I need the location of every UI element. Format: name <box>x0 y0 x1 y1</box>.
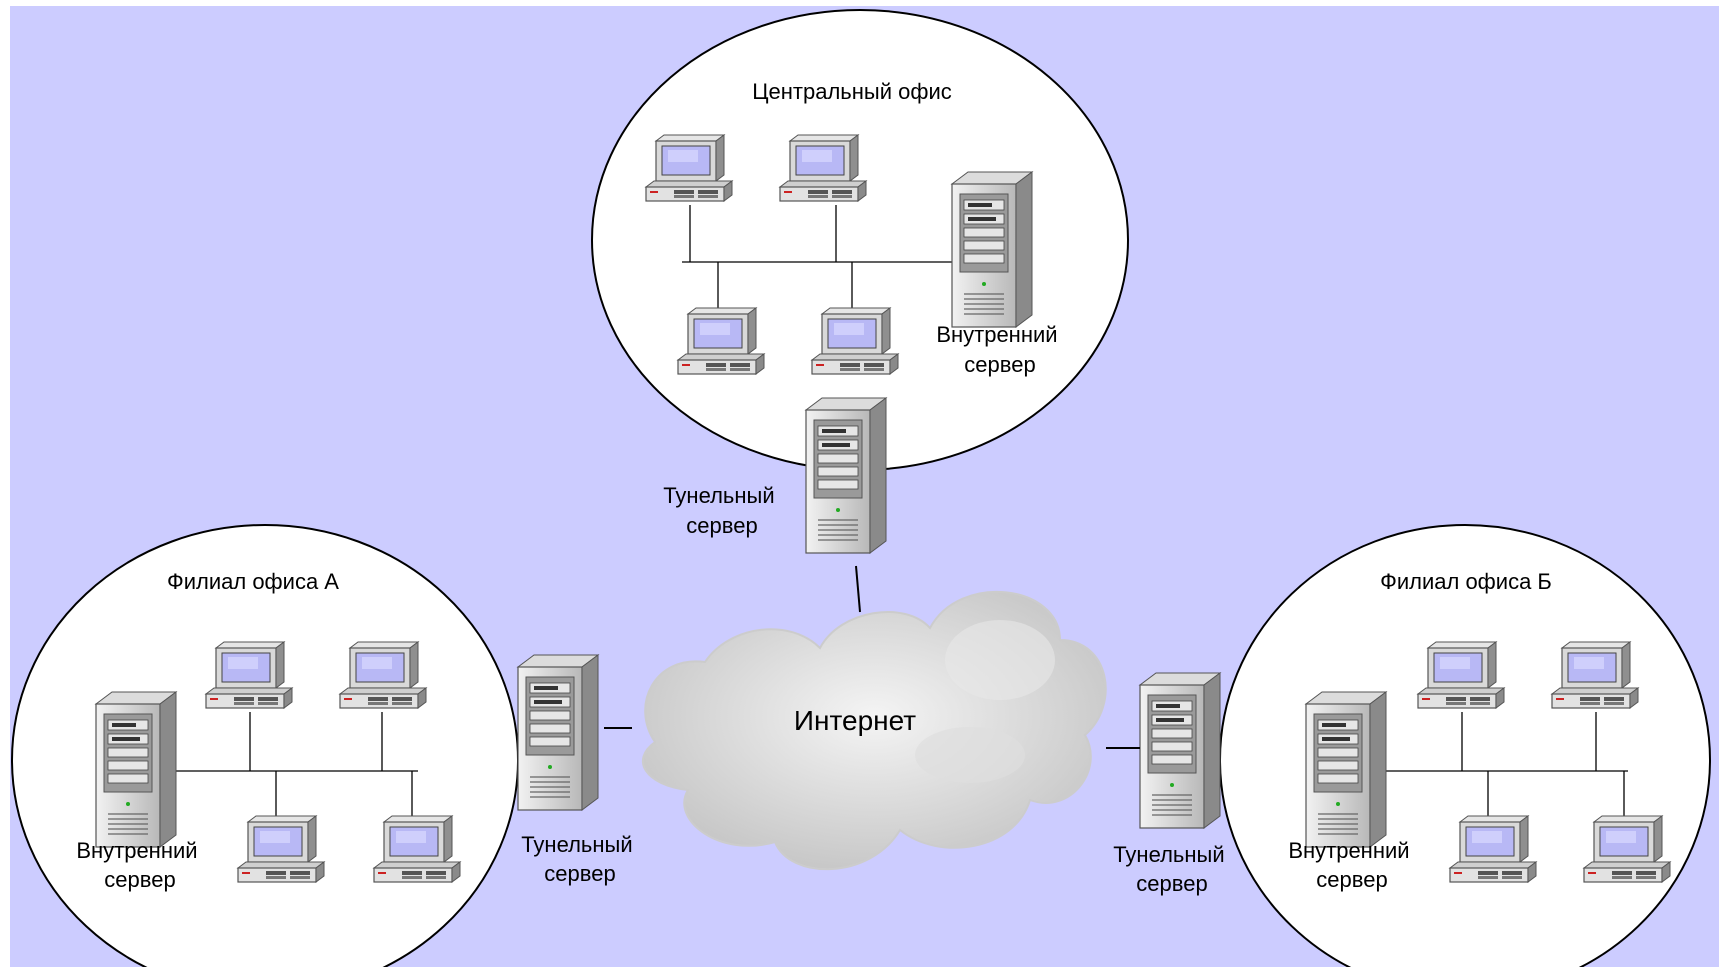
central-internet-link <box>855 565 861 613</box>
branch-a-tunnel-server-icon[interactable] <box>517 654 599 811</box>
branch-b-lan-wires <box>1384 712 1628 818</box>
branch-b-tunnel-server-label: Тунельный сервер <box>1113 842 1231 896</box>
central-tunnel-server-label: Тунельный сервер <box>663 483 781 538</box>
central-lan-wires <box>682 205 952 310</box>
workstation-icon[interactable] <box>1417 641 1505 709</box>
branch-a-tunnel-server-label: Тунельный сервер <box>521 832 639 886</box>
branch-b-internal-server-label: Внутренний сервер <box>1288 838 1415 892</box>
workstation-icon[interactable] <box>1583 815 1671 883</box>
branch-a-internal-server-label: Внутренний сервер <box>76 838 203 892</box>
branch-office-b: Филиал офиса Б Внутренний сервер <box>1219 524 1711 967</box>
internal-server-icon[interactable] <box>1305 691 1387 848</box>
internet-cloud: Интернет <box>642 590 1107 870</box>
internal-server-icon[interactable] <box>951 171 1033 328</box>
internet-label: Интернет <box>794 705 916 736</box>
workstation-icon[interactable] <box>677 307 765 375</box>
branch-a-lan-wires <box>172 712 418 818</box>
internal-server-icon[interactable] <box>95 691 177 848</box>
workstation-icon[interactable] <box>237 815 325 883</box>
branch-a-title: Филиал офиса А <box>167 569 339 594</box>
workstation-icon[interactable] <box>811 307 899 375</box>
workstation-icon[interactable] <box>779 134 867 202</box>
branch-office-a: Филиал офиса А Внутренний сервер <box>11 524 519 967</box>
central-tunnel-server-icon[interactable] <box>805 397 887 554</box>
central-office-title: Центральный офис <box>752 79 952 104</box>
workstation-icon[interactable] <box>1449 815 1537 883</box>
workstation-icon[interactable] <box>373 815 461 883</box>
workstation-icon[interactable] <box>339 641 427 709</box>
workstation-icon[interactable] <box>1551 641 1639 709</box>
central-office: Центральный офис Внутренний сервер <box>591 9 1129 471</box>
branch-b-title: Филиал офиса Б <box>1380 569 1552 594</box>
workstation-icon[interactable] <box>205 641 293 709</box>
central-internal-server-label: Внутренний сервер <box>936 322 1063 377</box>
branch-b-tunnel-server-icon[interactable] <box>1139 672 1221 829</box>
workstation-icon[interactable] <box>645 134 733 202</box>
